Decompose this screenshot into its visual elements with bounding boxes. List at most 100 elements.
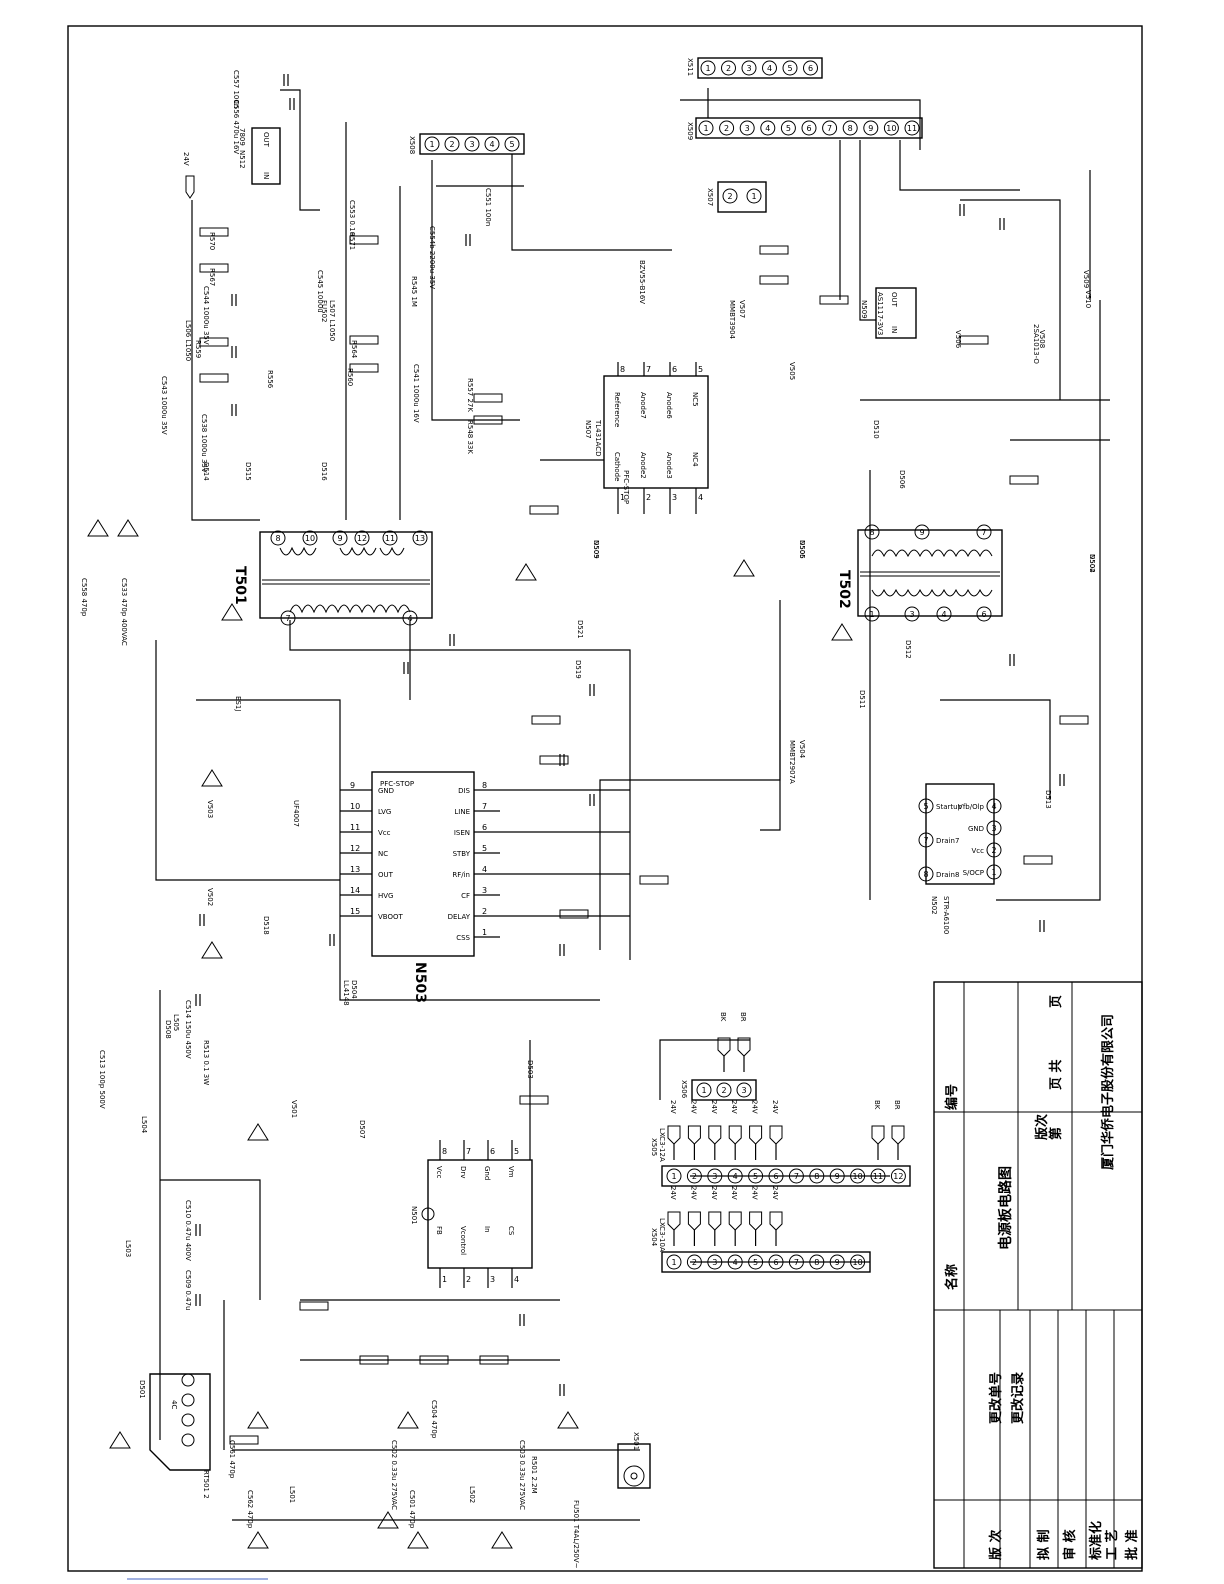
ic-n509-name: N509 [860, 300, 868, 319]
t501-pin-13 [412, 530, 428, 546]
x505-pin-1-num: 1 [671, 1172, 676, 1181]
t501-pin-7-num: 7 [285, 614, 290, 623]
x505-extra-0: BK [873, 1100, 881, 1110]
part-d509: D509 [592, 540, 600, 559]
trace-1 [280, 89, 320, 211]
role-review: 审 核 [1062, 1529, 1078, 1560]
trace-13 [960, 199, 1061, 400]
t501-pin-11-num: 11 [385, 534, 395, 543]
part-v505: V505 [788, 362, 796, 380]
input-fuse: FU501 T4AL/250V~ [572, 1500, 580, 1569]
x504-pin-1 [666, 1254, 682, 1270]
version-col-label: 版 次 [988, 1529, 1004, 1560]
ic-n502-part: STR-A6100 [942, 896, 950, 934]
part-n506: N506 [798, 540, 806, 559]
n503-pin-isen: ISEN [454, 829, 470, 837]
role-standard: 标准化 [1088, 1521, 1104, 1561]
x508-pin-3 [464, 136, 480, 152]
rail-24v: 24V [182, 152, 190, 166]
warning-icon [109, 1431, 131, 1449]
input-l502: L502 [468, 1486, 476, 1503]
resistor-12 [559, 909, 589, 919]
resistor-17 [959, 335, 989, 345]
resistor-3 [199, 373, 229, 383]
x508-pin-2 [444, 136, 460, 152]
x507-pin-1-num: 1 [751, 192, 756, 201]
ic-n509-in: IN [890, 326, 898, 333]
x504-volt-0: 24V [669, 1186, 677, 1200]
resistor-2 [199, 337, 229, 347]
role-process: 工 艺 [1104, 1529, 1120, 1560]
ic-n509-part: AS1117-3V3 [876, 292, 884, 335]
change-no-label: 更改单号 [988, 1372, 1004, 1424]
x504-part: LXC3-10A [658, 1218, 666, 1252]
trace-6 [511, 154, 672, 251]
n507-pin-nc5: NC5 [691, 392, 699, 407]
part-d511: D511 [858, 690, 866, 709]
bridge-d501: D501 4C [138, 1373, 211, 1471]
input-l501: L501 [288, 1486, 296, 1503]
n502-rpin-3 [986, 864, 1002, 880]
part-d502: D502 [1088, 554, 1096, 573]
n503-pinnum-r4: 4 [482, 865, 487, 874]
part-pfcstop: PFC-STOP [622, 470, 630, 504]
x511-pin-1-num: 1 [705, 64, 710, 73]
part-d521: D521 [576, 620, 584, 639]
warning-icon [377, 1511, 399, 1529]
ic-n512: N512 7809 IN OUT [238, 127, 281, 185]
comp-c543: C543 1000u 35V [160, 376, 168, 435]
n507-pinnum-t3: 5 [698, 365, 703, 374]
t501-pin-13-num: 13 [415, 534, 425, 543]
n501-pin-cs: CS [507, 1226, 515, 1236]
x509-pin-8-num: 8 [848, 124, 853, 133]
comp-r570: R570 [208, 232, 216, 250]
n502-lpin-0 [918, 798, 934, 814]
trace-38 [760, 700, 781, 831]
x509-pin-4 [760, 120, 776, 136]
warning-icon [117, 519, 139, 537]
n503-pinnum-l6: 15 [350, 907, 360, 916]
comp-d515: D515 [244, 462, 252, 481]
n501-pinnum-t0: 8 [442, 1147, 447, 1156]
x509-pin-8 [842, 120, 858, 136]
ic-n507-name: N507 [584, 420, 592, 439]
n502-rpin-0-num: 4 [991, 802, 996, 811]
x509-pin-9-num: 9 [868, 124, 873, 133]
x505-pin-1 [666, 1168, 682, 1184]
ic-n512-part: 7809 [238, 128, 246, 146]
x505-pin-12-num: 12 [893, 1172, 903, 1181]
x505-volt-2: 24V [710, 1100, 718, 1114]
x508-pin-2-num: 2 [449, 140, 454, 149]
resistor-10 [531, 715, 561, 725]
n507-pinnum-b3: 4 [698, 493, 703, 502]
n502-lpin-1-num: 7 [923, 836, 928, 845]
resistor-0 [199, 227, 229, 237]
x507-name: X507 [706, 188, 714, 206]
input-r513: R513 0.1 3W [202, 1040, 210, 1085]
role-approve: 批 准 [1124, 1529, 1140, 1560]
comp-c545: C545 1000u [316, 270, 324, 313]
part-d507: D507 [358, 1120, 366, 1139]
t501-pin-12-num: 12 [357, 534, 367, 543]
n503-pin-line: LINE [454, 808, 470, 816]
part-mmbt2907a: MMBT2907A [788, 740, 796, 784]
x511-pin-2 [721, 60, 736, 76]
n502-pin-socp: S/OCP [963, 869, 984, 877]
n503-pinnum-r3: 5 [482, 844, 487, 853]
x506-pin-3 [736, 1082, 752, 1098]
x509-pin-2-num: 2 [724, 124, 729, 133]
input-l505: L505 [172, 1014, 180, 1031]
x506-pin-1-num: 1 [701, 1086, 706, 1095]
n501-pin-in: In [483, 1226, 491, 1233]
n502-rpin-1 [986, 820, 1002, 836]
resistor-19 [1059, 715, 1089, 725]
trace-4 [431, 160, 520, 421]
x511-pin-5 [782, 60, 798, 76]
x509-pin-7 [822, 120, 838, 136]
input-c503: C503 0.33u 275VAC [518, 1440, 526, 1510]
warning-icon [247, 1123, 269, 1141]
comp-c544: C544 1000u 35V [202, 286, 210, 345]
resistor-1 [199, 263, 229, 273]
